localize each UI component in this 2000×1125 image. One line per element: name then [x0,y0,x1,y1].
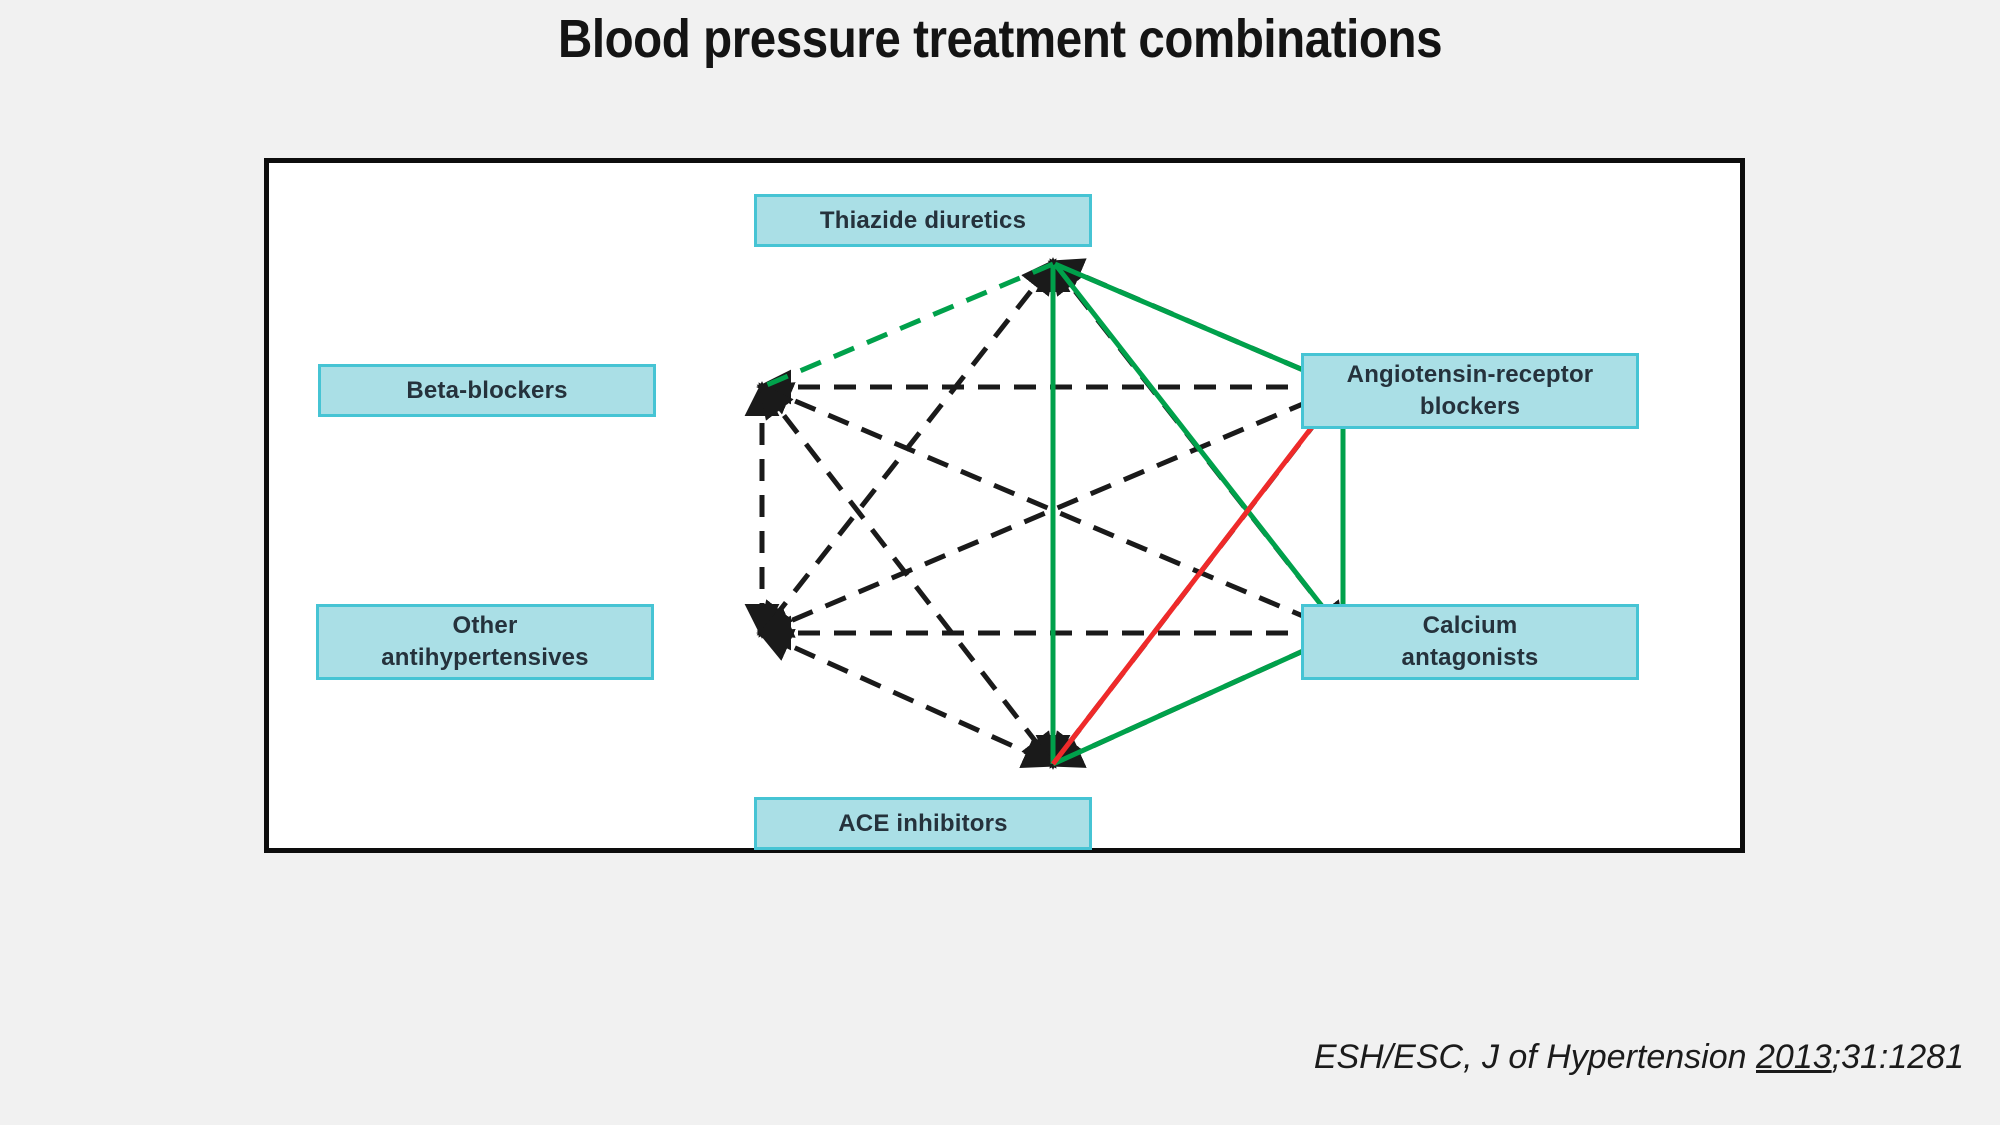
edge-calcium-ace-green [1051,630,1345,767]
citation-suffix: ;31:1281 [1831,1038,1964,1076]
node-beta-blockers[interactable]: Beta-blockers [318,364,656,417]
edge-arb-ace-red [1051,386,1344,766]
citation: ESH/ESC, J of Hypertension 2013;31:1281 [1314,1038,1964,1077]
edge-arb-other [756,382,1349,638]
edge-thiazide-beta-green-dashed [761,261,1054,390]
diagram-edges-canvas [269,163,1740,848]
node-angiotensin-receptor-blockers[interactable]: Angiotensin-receptor blockers [1301,353,1639,429]
node-thiazide-diuretics[interactable]: Thiazide diuretics [754,194,1092,247]
citation-year: 2013 [1756,1038,1832,1076]
edge-thiazide-calcium-green [1053,262,1345,635]
node-calcium-antagonists-label: Calcium antagonists [1401,612,1539,671]
node-ace-inhibitors[interactable]: ACE inhibitors [754,797,1092,850]
edge-network-svg [744,257,1349,770]
node-beta-blockers-label: Beta-blockers [406,376,568,404]
node-ace-inhibitors-label: ACE inhibitors [838,809,1008,837]
edges-useful [761,261,1054,390]
citation-prefix: ESH/ESC, J of Hypertension [1313,1038,1756,1076]
diagram-frame: Thiazide diuretics Beta-blockers Angiote… [264,158,1745,853]
edges-preferred [1050,261,1346,767]
node-other-antihypertensives-label: Other antihypertensives [381,612,589,671]
node-calcium-antagonists[interactable]: Calcium antagonists [1301,604,1639,680]
edge-other-ace [756,629,1059,768]
node-thiazide-diuretics-label: Thiazide diuretics [819,206,1027,234]
edges-not-recommended [1051,386,1344,766]
node-angiotensin-receptor-blockers-label: Angiotensin-receptor blockers [1346,361,1594,420]
node-other-antihypertensives[interactable]: Other antihypertensives [316,604,654,680]
page-title: Blood pressure treatment combinations [557,9,1443,69]
edge-thiazide-arb-green [1054,261,1344,390]
